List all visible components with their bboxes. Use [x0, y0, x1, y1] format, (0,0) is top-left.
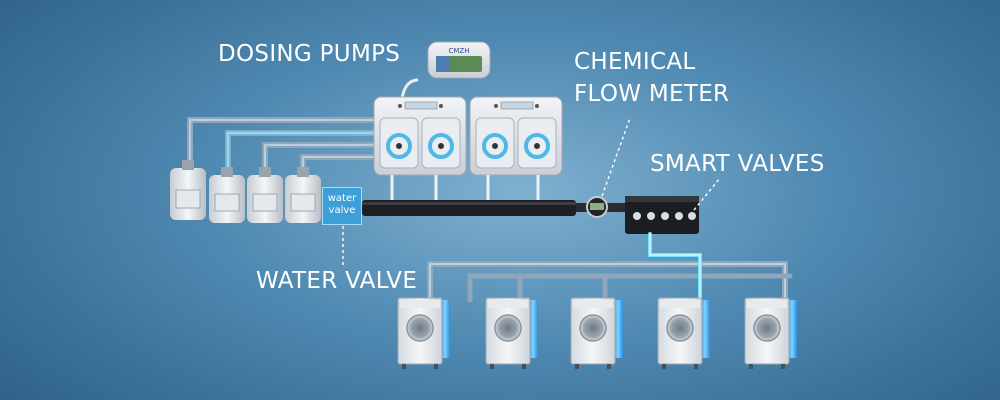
chemical-container	[247, 167, 283, 223]
chemical-container	[285, 167, 321, 223]
chemical-container	[209, 167, 245, 223]
chemical-flow-meter	[586, 196, 608, 218]
smart-valves-label: SMART VALVES	[650, 151, 825, 177]
washing-machine	[485, 297, 538, 369]
flow-meter-pointer	[601, 117, 631, 197]
smart-valves-block	[625, 196, 699, 234]
dosing-pump-unit	[469, 96, 563, 176]
washing-machine	[657, 297, 710, 369]
dosing-pump-unit	[373, 96, 467, 176]
smart-valves-pointer	[693, 177, 721, 211]
chemical-flow-meter-label-line2: FLOW METER	[574, 81, 730, 107]
controller-device: CMZH	[400, 41, 491, 103]
chemical-supply-pipes	[187, 117, 383, 181]
water-valve-box-line1: water	[327, 193, 357, 204]
water-valve-box: water valve	[322, 187, 362, 225]
distribution-pipes	[427, 232, 793, 303]
washing-machine	[397, 297, 450, 369]
washing-machine	[570, 297, 623, 369]
dosing-pumps-label: DOSING PUMPS	[218, 41, 401, 67]
controller-brand: CMZH	[449, 47, 470, 55]
chemical-container	[170, 160, 206, 220]
pump-outlet-tubes	[390, 175, 540, 200]
chemical-flow-meter-label-line1: CHEMICAL	[574, 49, 696, 75]
water-valve-label: WATER VALVE	[256, 268, 418, 294]
water-valve-box-line2: valve	[328, 205, 356, 216]
washing-machine	[744, 297, 797, 369]
